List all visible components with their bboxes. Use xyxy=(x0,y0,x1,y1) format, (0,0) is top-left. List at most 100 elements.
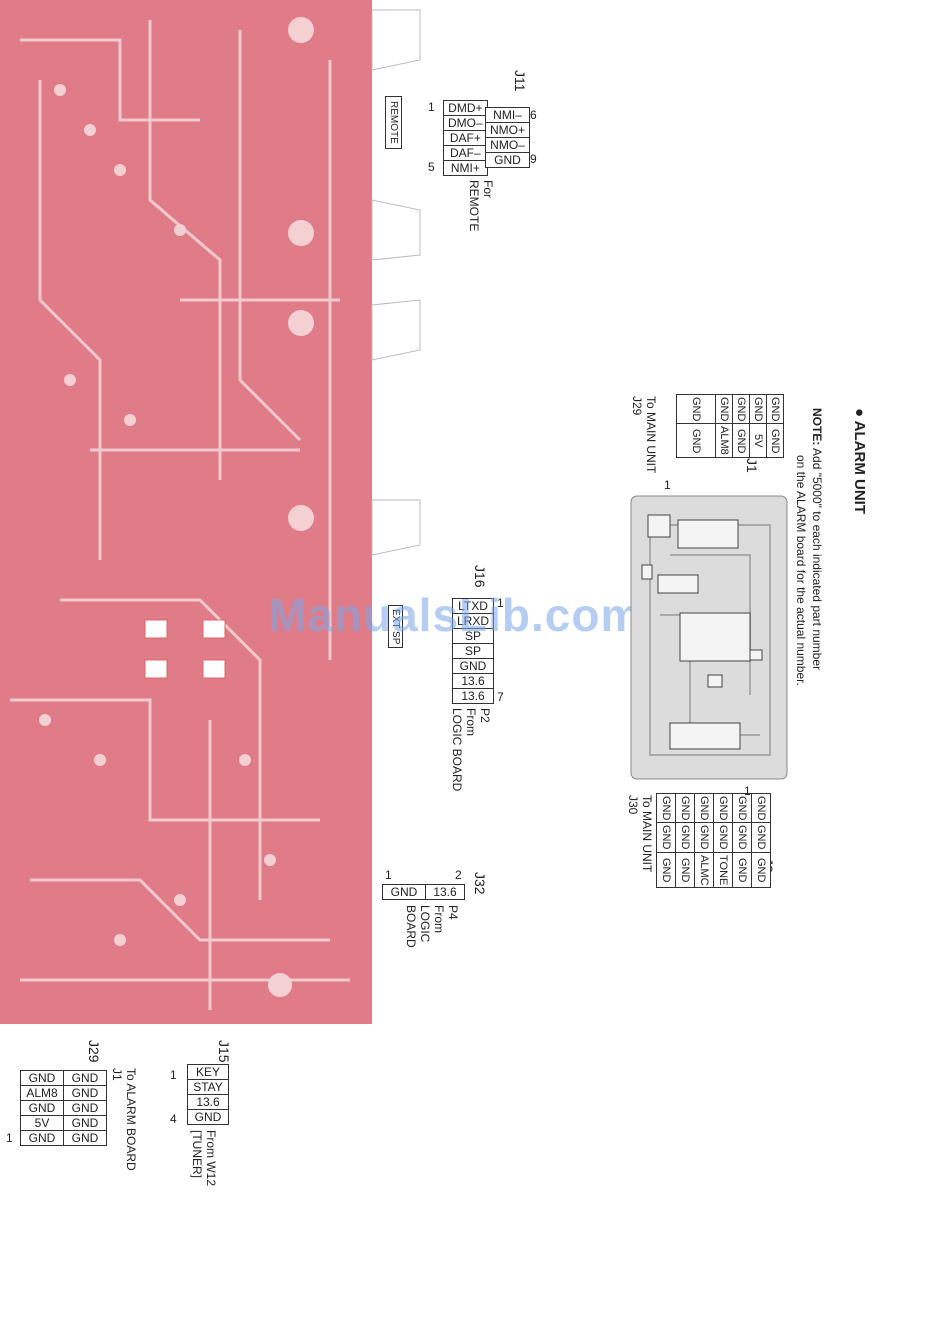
alarm-j2-pin: GND xyxy=(751,792,771,824)
alarm-j2-pin: TONE xyxy=(713,851,733,889)
j15-note: From W12 xyxy=(204,1130,218,1187)
alarm-j2-pin: GND xyxy=(675,851,695,889)
j32-pin-number: 1 xyxy=(385,868,392,882)
j29-pin: GND xyxy=(63,1070,107,1086)
j11-pin: DMD+ xyxy=(443,100,488,116)
alarm-j1-pin: 5V xyxy=(749,423,767,459)
alarm-j2-pin: ALMC xyxy=(694,851,714,889)
j15-pin-table: KEY STAY 13.6 GND xyxy=(187,1064,229,1125)
alarm-j1-pin: GND xyxy=(676,393,716,425)
alarm-j1-pin: GND xyxy=(749,393,767,425)
j29-pin: GND xyxy=(20,1070,64,1086)
main-pcb-board xyxy=(0,0,372,1024)
j32-note: BOARD xyxy=(404,905,418,948)
alarm-j2-pin-number: 1 xyxy=(744,784,751,798)
j11-pin-table-right: NMI– NMO+ NMO– GND xyxy=(484,107,531,168)
j32-pin-number: 2 xyxy=(455,868,462,882)
alarm-j2-pin: GND xyxy=(713,822,733,853)
alarm-j2-pin: GND xyxy=(751,851,771,889)
pcb-connector-shells xyxy=(371,9,421,556)
alarm-j2-pin: GND xyxy=(713,792,733,824)
j32-note: LOGIC xyxy=(418,905,432,943)
j16-pin: GND xyxy=(451,658,495,674)
j32-name: J32 xyxy=(472,872,488,895)
j11-pin: GND xyxy=(484,152,531,168)
j11-pin: NMI– xyxy=(484,107,531,123)
j29-pin: GND xyxy=(20,1130,64,1146)
alarm-j2-pin-table: GND GND GND GND GND GND GND GND GND GND … xyxy=(656,792,771,889)
pcb-pads xyxy=(39,17,314,997)
alarm-j1-pin: ALM8 xyxy=(715,423,733,459)
j11-pin: NMO+ xyxy=(484,122,531,138)
j16-pin: LTXD xyxy=(451,598,495,614)
j11-pin-number: 1 xyxy=(428,100,435,114)
j29-pin: GND xyxy=(63,1100,107,1116)
j16-pin: 13.6 xyxy=(451,688,495,704)
j15-name: J15 xyxy=(216,1040,232,1063)
alarm-note-line1: NOTE: Add "5000" to each indicated part … xyxy=(810,408,824,671)
alarm-j2-pin: GND xyxy=(694,792,714,824)
alarm-note-line2: on the ALARM board for the actual number… xyxy=(794,455,808,686)
remote-panel-label: REMOTE xyxy=(385,96,402,149)
j15-note: [TUNER] xyxy=(190,1130,204,1178)
alarm-j2-pin: GND xyxy=(656,822,676,853)
alarm-j1-pin: GND xyxy=(715,393,733,425)
alarm-j1-pin-number: 1 xyxy=(664,478,671,492)
j29-pin: GND xyxy=(63,1130,107,1146)
alarm-j2-pin: GND xyxy=(675,822,695,853)
j15-pin: 13.6 xyxy=(187,1094,229,1110)
alarm-section-title: ● ALARM UNIT xyxy=(851,408,868,514)
alarm-j1-note: J29 xyxy=(630,396,644,416)
j29-note: J1 xyxy=(110,1068,124,1081)
j11-pin: DAF+ xyxy=(443,130,488,146)
alarm-j2-pin: GND xyxy=(656,851,676,889)
alarm-j1-pin: GND xyxy=(732,423,750,459)
alarm-j1-pin: GND xyxy=(732,393,750,425)
alarm-j1-note: To MAIN UNIT xyxy=(644,396,658,474)
alarm-j1-pin: GND xyxy=(676,423,716,459)
j29-pin-number: 1 xyxy=(6,1131,13,1145)
j16-pin: 13.6 xyxy=(451,673,495,689)
j29-pin: GND xyxy=(63,1085,107,1101)
j11-name: J11 xyxy=(512,70,528,92)
pcb-traces xyxy=(10,20,350,1010)
j11-pin: DAF– xyxy=(443,145,488,161)
alarm-j1-pin: GND xyxy=(766,423,784,459)
j16-pin: SP xyxy=(451,643,495,659)
j15-pin: GND xyxy=(187,1109,229,1125)
j16-pin-table: LTXD LRXD SP SP GND 13.6 13.6 xyxy=(451,598,495,704)
j15-pin: STAY xyxy=(187,1079,229,1095)
alarm-board-components xyxy=(641,514,763,750)
alarm-j2-note: To MAIN UNIT xyxy=(640,795,654,873)
j11-pin-number: 9 xyxy=(530,152,537,166)
j16-pin-number: 1 xyxy=(497,596,504,610)
alarm-j2-pin: GND xyxy=(656,792,676,824)
pcb-mount-squares xyxy=(144,619,226,679)
j29-note: To ALARM BOARD xyxy=(124,1068,138,1171)
alarm-j2-pin: GND xyxy=(675,792,695,824)
j29-pin: GND xyxy=(20,1100,64,1116)
j16-note: P2 xyxy=(478,708,492,723)
alarm-j1-pin-table: GND GND GND GND GND GND ALM8 GND 5V GND xyxy=(676,393,784,459)
alarm-j1-name: J1 xyxy=(744,458,760,473)
j11-pin-number: 5 xyxy=(428,160,435,174)
j32-note: P4 xyxy=(446,905,460,920)
j16-pin-number: 7 xyxy=(497,690,504,704)
j11-pin: NMO– xyxy=(484,137,531,153)
j16-note: LOGIC BOARD xyxy=(450,708,464,792)
j16-note: From xyxy=(464,708,478,736)
j15-pin-number: 1 xyxy=(170,1068,177,1082)
j32-pin: 13.6 xyxy=(425,884,465,900)
j29-pin: ALM8 xyxy=(20,1085,64,1101)
j16-name: J16 xyxy=(472,565,488,588)
j32-pin-table: GND 13.6 xyxy=(382,884,465,900)
j32-pin: GND xyxy=(382,884,426,900)
j11-pin-number: 6 xyxy=(530,108,537,122)
alarm-j1-pin: GND xyxy=(766,393,784,425)
j29-pin: GND xyxy=(63,1115,107,1131)
j11-pin: NMI+ xyxy=(443,160,488,176)
j29-name: J29 xyxy=(86,1040,102,1063)
j15-pin: KEY xyxy=(187,1064,229,1080)
